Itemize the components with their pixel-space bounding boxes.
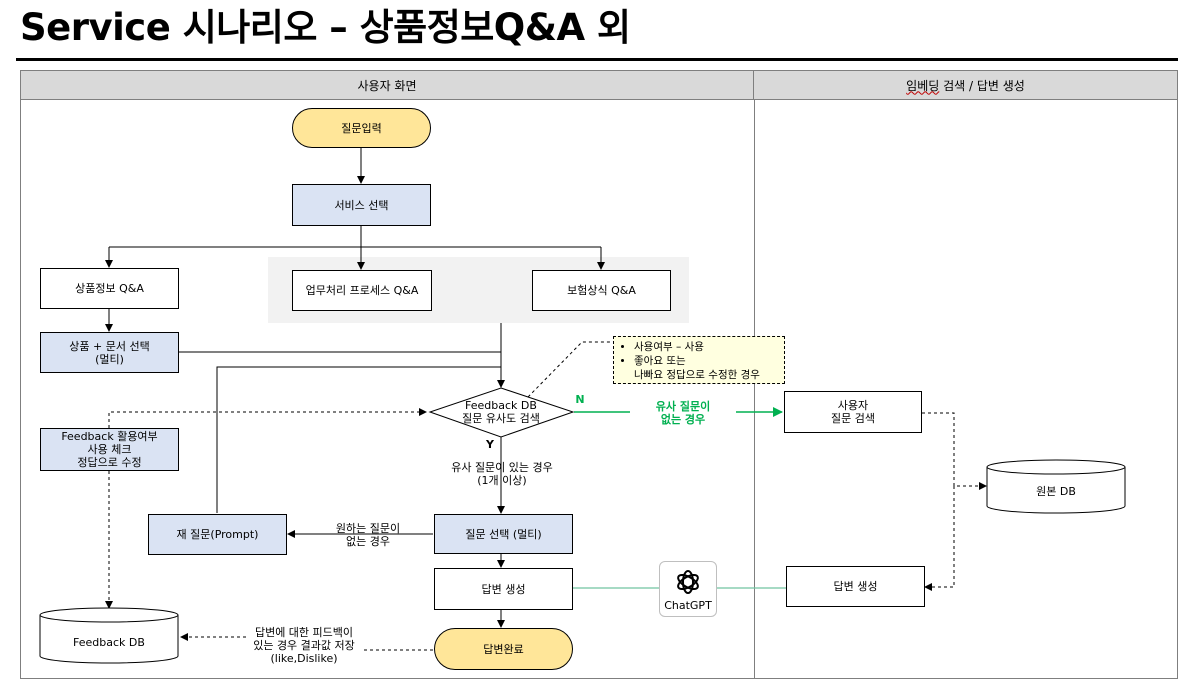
feedback-criteria-note: 사용여부 – 사용 좋아요 또는 나빠요 정답으로 수정한 경우 bbox=[613, 336, 785, 384]
feedback-criteria-item: 사용여부 – 사용 bbox=[634, 340, 778, 354]
lane-header-embedding-rest: 검색 / 답변 생성 bbox=[939, 78, 1025, 93]
lane-header-embedding: 임베딩 검색 / 답변 생성 bbox=[754, 71, 1177, 100]
decision-label: Feedback DB 질문 유사도 검색 bbox=[462, 399, 540, 425]
label-no-wanted: 원하는 질문이 없는 경우 bbox=[335, 522, 401, 548]
answer-gen-step-left: 답변 생성 bbox=[434, 568, 573, 610]
chatgpt-label: ChatGPT bbox=[664, 599, 712, 612]
question-input-label: 질문입력 bbox=[341, 122, 382, 135]
label-y: Y bbox=[486, 438, 494, 451]
page-title: Service 시나리오 – 상품정보Q&A 외 bbox=[20, 6, 631, 49]
product-qa-step: 상품정보 Q&A bbox=[40, 268, 179, 309]
openai-logo-icon bbox=[677, 570, 699, 594]
answer-done-terminal: 답변완료 bbox=[434, 628, 573, 670]
edge-search-to-sourcedb bbox=[922, 412, 987, 490]
label-no-similar: 유사 질문이 없는 경우 bbox=[655, 400, 711, 426]
label-similar-exists: 유사 질문이 있는 경우 (1개 이상) bbox=[451, 461, 553, 487]
lane-header-embedding-emphasis: 임베딩 bbox=[906, 78, 940, 93]
feedback-criteria-item: 좋아요 또는 나빠요 정답으로 수정한 경우 bbox=[634, 354, 778, 382]
feedback-check-step: Feedback 활용여부 사용 체크 정답으로 수정 bbox=[40, 428, 179, 471]
question-input-terminal: 질문입력 bbox=[292, 108, 431, 148]
answer-done-label: 답변완료 bbox=[483, 643, 524, 656]
edge-requestion-loop bbox=[216, 366, 501, 513]
chatgpt-badge: ChatGPT bbox=[659, 561, 717, 617]
service-select-step: 서비스 선택 bbox=[292, 184, 431, 226]
lane-header-embedding-label: 임베딩 검색 / 답변 생성 bbox=[906, 77, 1025, 94]
feedback-db-cylinder bbox=[39, 607, 179, 664]
lane-header-user-screen-label: 사용자 화면 bbox=[357, 78, 417, 93]
answer-gen-step-right: 답변 생성 bbox=[786, 566, 925, 607]
edge-search-to-answer bbox=[924, 486, 955, 591]
lane-divider bbox=[754, 100, 755, 678]
source-db-cylinder bbox=[986, 459, 1126, 514]
swimlane-frame bbox=[20, 70, 1178, 679]
business-qa-step: 업무처리 프로세스 Q&A bbox=[292, 270, 432, 311]
edge-done-to-feedback-db bbox=[181, 637, 433, 651]
product-doc-select-step: 상품 + 문서 선택 (멀티) bbox=[40, 332, 179, 373]
user-query-search-step: 사용자 질문 검색 bbox=[784, 391, 922, 433]
feedback-db-label: Feedback DB bbox=[73, 636, 145, 649]
decision-diamond bbox=[428, 387, 575, 438]
label-n: N bbox=[575, 393, 585, 406]
feedback-criteria-list: 사용여부 – 사용 좋아요 또는 나빠요 정답으로 수정한 경우 bbox=[620, 340, 778, 382]
question-select-step: 질문 선택 (멀티) bbox=[434, 514, 573, 554]
edge-feedback-check-to-decision bbox=[108, 408, 427, 428]
edge-service-branch bbox=[109, 226, 601, 248]
insurance-qa-step: 보험상식 Q&A bbox=[532, 270, 671, 311]
label-feedback-save: 답변에 대한 피드백이 있는 경우 결과값 저장 (like,Dislike) bbox=[253, 626, 355, 665]
lane-header-user-screen: 사용자 화면 bbox=[21, 71, 754, 100]
re-question-step: 재 질문(Prompt) bbox=[148, 514, 287, 555]
source-db-label: 원본 DB bbox=[1036, 485, 1076, 498]
edge-note-callout bbox=[527, 341, 612, 398]
title-underline bbox=[16, 58, 1178, 61]
